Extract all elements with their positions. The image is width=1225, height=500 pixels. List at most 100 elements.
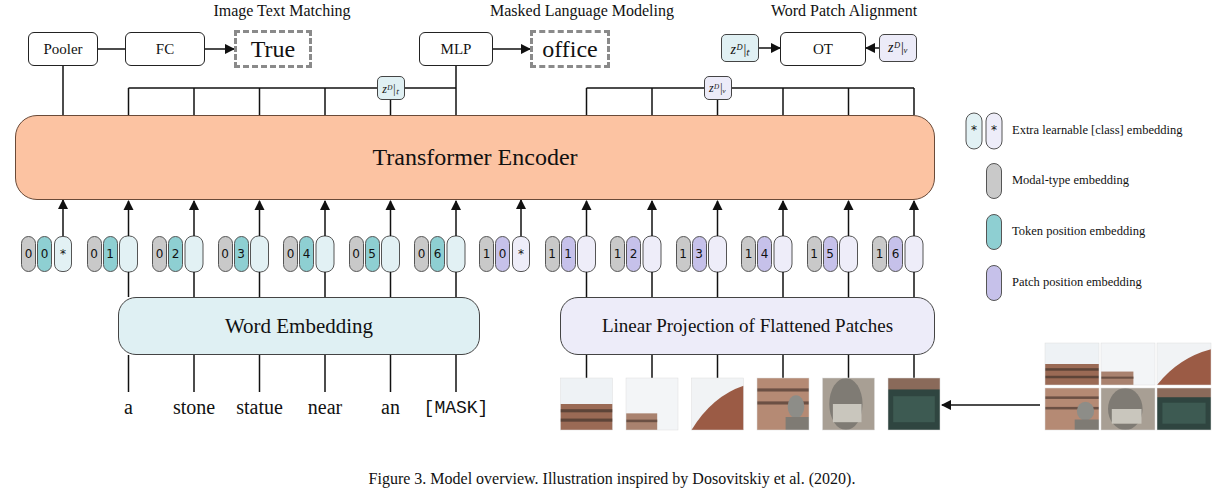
legend-symbol: * [971, 123, 977, 137]
patch-frame [692, 378, 744, 430]
bracket-line [129, 87, 457, 89]
leader-line [782, 355, 784, 378]
modal-pill: 1 [807, 236, 822, 272]
leader-line [455, 355, 457, 392]
leader-line [651, 272, 653, 297]
patch-detail [1157, 388, 1211, 397]
bracket-line [586, 88, 588, 115]
patch-frame [1157, 388, 1211, 430]
input-arrow [913, 201, 915, 236]
image-patch [823, 378, 875, 430]
connector [98, 48, 125, 50]
image-patch [1101, 343, 1155, 385]
input-arrow [848, 201, 850, 236]
node-text: 2 [172, 247, 180, 261]
patch-detail [888, 378, 940, 430]
feature-callout: zᴰ|ᵥ [704, 76, 732, 100]
image-patch [1045, 388, 1099, 430]
patch-pill [578, 236, 596, 272]
output-box: office [530, 30, 610, 68]
patch-detail [626, 420, 657, 423]
node-text: 4 [303, 247, 311, 261]
input-arrow [782, 201, 784, 236]
input-word: stone [173, 396, 215, 419]
connector [62, 200, 64, 236]
patch-detail [1101, 388, 1155, 430]
image-patch [1157, 343, 1211, 385]
patch-detail [1045, 368, 1099, 371]
node-text: 5 [368, 247, 376, 261]
token-pill [185, 236, 203, 272]
node-text: 0 [499, 247, 507, 261]
patch-detail [692, 386, 744, 430]
node-text: Transformer Encoder [372, 144, 577, 171]
node-text: 5 [826, 247, 834, 261]
leader-line [848, 272, 850, 297]
node-text: Pooler [43, 41, 82, 58]
connector [62, 66, 64, 115]
bracket-line [324, 88, 326, 115]
position-pill: 6 [888, 236, 903, 272]
leader-line [717, 272, 719, 297]
image-patch [757, 378, 809, 430]
patch-pill [643, 236, 661, 272]
connector [205, 48, 234, 50]
patch-frame [1101, 343, 1155, 385]
node-text: 0 [287, 247, 295, 261]
image-patch [561, 378, 613, 430]
class-pill: * [512, 236, 530, 272]
output-box: True [234, 30, 312, 68]
figure-caption: Figure 3. Model overview. Illustration i… [369, 470, 856, 488]
legend-pill [966, 113, 982, 149]
feature-callout: zᴰ|ₜ [377, 76, 405, 100]
legend-text: Modal-type embedding [1012, 173, 1129, 188]
patch-detail [829, 378, 862, 430]
legend-text: Token position embedding [1012, 224, 1145, 239]
connector [455, 66, 457, 115]
legend-text: Patch position embedding [1012, 275, 1142, 290]
patch-frame [1045, 343, 1099, 385]
patch-detail [1157, 343, 1211, 385]
node-text: 0 [221, 247, 229, 261]
node-text: MLP [441, 41, 472, 58]
node-text: 0 [25, 247, 33, 261]
node-text: 1 [564, 247, 572, 261]
node-text: 0 [352, 247, 360, 261]
modal-pill: 0 [283, 236, 298, 272]
connector [493, 48, 530, 50]
node-text: Linear Projection of Flattened Patches [602, 315, 893, 337]
position-pill: 2 [626, 236, 641, 272]
modal-pill: 0 [87, 236, 102, 272]
split-arrow [942, 404, 1040, 406]
modal-pill: 1 [676, 236, 691, 272]
patch-frame [1157, 343, 1211, 385]
bracket-line [259, 88, 261, 115]
input-word: an [381, 396, 400, 419]
input-arrow [455, 201, 457, 236]
modal-pill: 0 [21, 236, 36, 272]
modal-pill: 1 [872, 236, 887, 272]
patch-pill [905, 236, 923, 272]
patch-detail [1101, 343, 1155, 385]
modal-pill: 0 [349, 236, 364, 272]
node-text: FC [156, 41, 174, 58]
patch-detail [788, 395, 805, 418]
mlp-box: MLP [419, 32, 493, 66]
node-text: 0 [90, 247, 98, 261]
leader-line [193, 355, 195, 392]
leader-line [913, 355, 915, 378]
patch-frame [561, 378, 613, 430]
input-word: statue [236, 396, 283, 419]
position-pill: 6 [430, 236, 445, 272]
position-pill: 1 [561, 236, 576, 272]
patch-detail [1112, 409, 1142, 424]
leader-line [651, 355, 653, 378]
node-text: 1 [745, 247, 753, 261]
encoder-block: Transformer Encoder [15, 115, 935, 200]
node-text: 3 [237, 247, 245, 261]
ot-box: OT [780, 32, 866, 66]
patch-detail [786, 417, 809, 430]
position-pill: 5 [365, 236, 380, 272]
node-text: 1 [483, 247, 491, 261]
patch-detail [893, 396, 935, 422]
